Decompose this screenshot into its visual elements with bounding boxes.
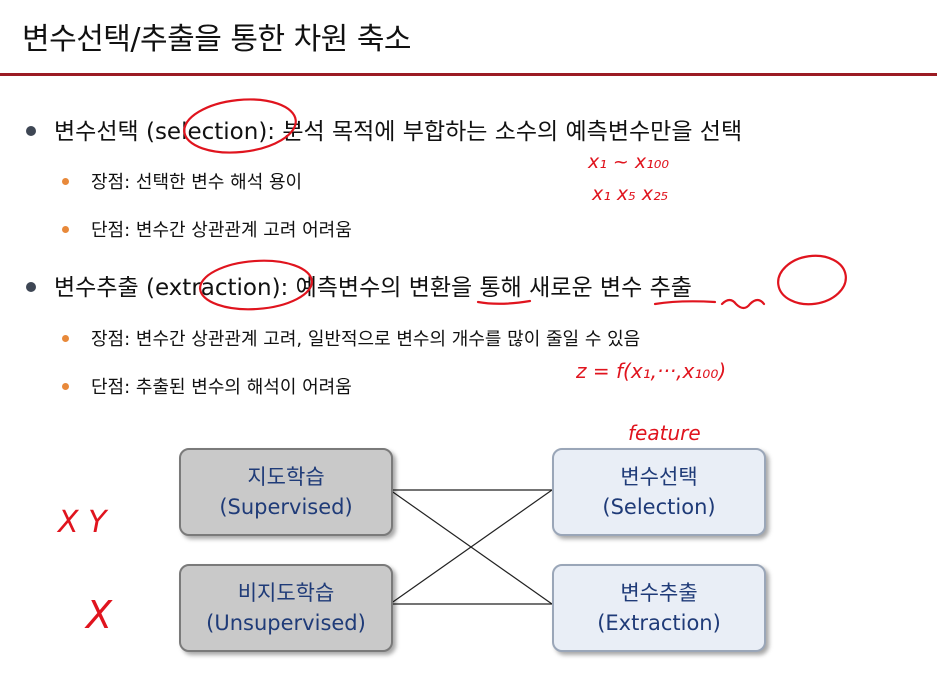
extraction-en: (Extraction) (597, 611, 721, 635)
title-divider (0, 73, 937, 76)
ink-note-feature: feature (628, 421, 701, 445)
selection-pro-text: 장점: 선택한 변수 해석 용이 (91, 172, 303, 193)
extraction-ko: 변수추출 (620, 581, 698, 605)
ink-note-selected: x₁ x₅ x₂₅ (591, 183, 668, 205)
selection-suffix: ): 분석 목적에 부합하는 소수의 예측변수만을 선택 (258, 119, 743, 145)
selection-en: (Selection) (602, 495, 716, 519)
box-supervised: 지도학습 (Supervised) (179, 448, 393, 536)
selection-pro: 장점: 선택한 변수 해석 용이 (62, 168, 302, 194)
selection-prefix: 변수선택 ( (54, 119, 155, 145)
unsupervised-en: (Unsupervised) (206, 611, 366, 635)
sub-bullet-dot (62, 334, 69, 342)
extraction-term: extraction (154, 275, 272, 301)
selection-con: 단점: 변수간 상관관계 고려 어려움 (62, 216, 352, 242)
ink-note-xy: X Y (56, 505, 109, 540)
extraction-con: 단점: 추출된 변수의 해석이 어려움 (62, 373, 352, 399)
page-title: 변수선택/추출을 통한 차원 축소 (22, 22, 412, 57)
sub-bullet-dot (62, 177, 69, 185)
supervised-ko: 지도학습 (247, 465, 325, 489)
ink-note-range: x₁ ~ x₁₀₀ (587, 151, 669, 173)
bullet-dot (26, 281, 36, 292)
underline-variable (720, 298, 766, 310)
connector-sup-ext (389, 489, 553, 605)
extraction-suffix: ): 예측변수의 변환을 통해 새로운 변수 추출 (271, 275, 692, 301)
sub-bullet-dot (62, 225, 69, 233)
ink-note-x: X (84, 593, 113, 637)
circle-extract (777, 254, 847, 306)
extraction-pro: 장점: 변수간 상관관계 고려, 일반적으로 변수의 개수를 많이 줄일 수 있… (62, 325, 640, 351)
sub-bullet-dot (62, 382, 69, 390)
bullet-selection: 변수선택 (selection): 분석 목적에 부합하는 소수의 예측변수만을… (26, 112, 742, 146)
connector-unsup-sel (389, 489, 553, 605)
unsupervised-ko: 비지도학습 (237, 581, 335, 605)
box-extraction: 변수추출 (Extraction) (552, 564, 766, 652)
box-unsupervised: 비지도학습 (Unsupervised) (179, 564, 393, 652)
selection-ko: 변수선택 (620, 465, 698, 489)
extraction-prefix: 변수추출 ( (54, 275, 155, 301)
selection-con-text: 단점: 변수간 상관관계 고려 어려움 (91, 220, 352, 241)
supervised-en: (Supervised) (219, 495, 353, 519)
ink-note-formula: z = f(x₁,···,x₁₀₀) (575, 359, 726, 383)
bullet-extraction: 변수추출 (extraction): 예측변수의 변환을 통해 새로운 변수 추… (26, 268, 692, 302)
box-selection: 변수선택 (Selection) (552, 448, 766, 536)
bullet-dot (26, 125, 36, 136)
extraction-con-text: 단점: 추출된 변수의 해석이 어려움 (91, 377, 352, 398)
extraction-pro-text: 장점: 변수간 상관관계 고려, 일반적으로 변수의 개수를 많이 줄일 수 있… (91, 329, 641, 350)
selection-term: selection (154, 119, 259, 145)
